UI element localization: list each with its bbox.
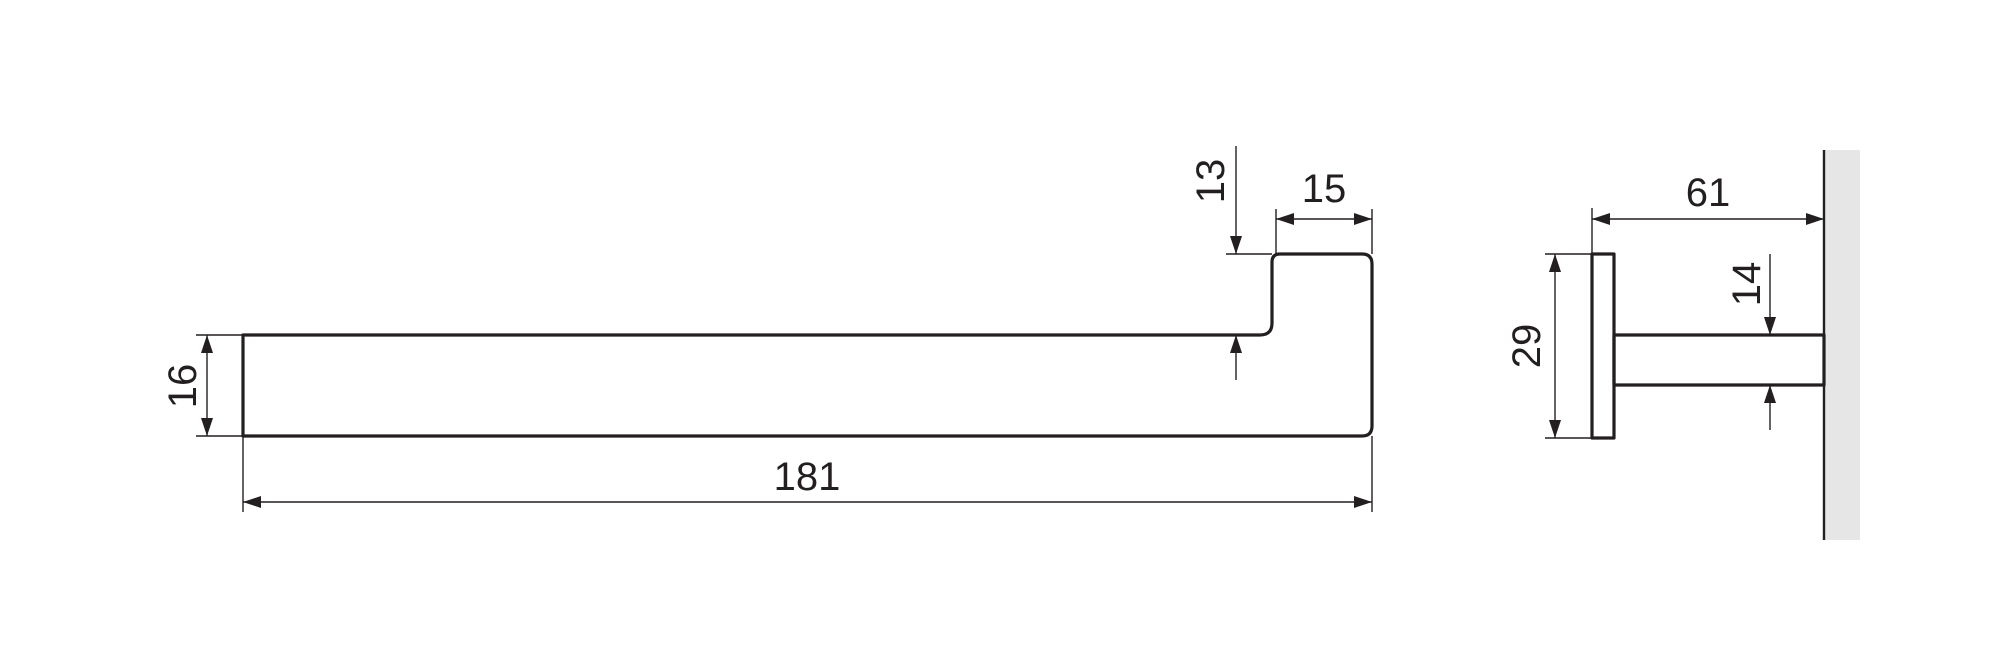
arrowhead-arm-up (1764, 385, 1776, 403)
dimension-label-tip-drop: 13 (1189, 159, 1233, 204)
dimension-label-plate-height: 29 (1505, 324, 1549, 369)
wall-surface (1824, 150, 1860, 540)
dimension-label-arm-thickness: 14 (1725, 262, 1769, 307)
dimension-projection: 61 (1591, 171, 1824, 254)
dimension-length: 181 (242, 436, 1373, 512)
holder-front-outline (241, 252, 1374, 438)
dimension-height: 16 (161, 334, 243, 437)
dimension-tip-width: 15 (1275, 167, 1373, 254)
arrowhead-plate-bottom (1549, 420, 1561, 438)
arrowhead-left (243, 496, 261, 508)
dimension-tip-drop: 13 (1189, 146, 1272, 380)
arrowhead-tip-up (1230, 335, 1242, 353)
arrowhead-bottom (201, 418, 213, 436)
arrowhead-tip-width-left (1276, 213, 1294, 225)
arrowhead-right (1354, 496, 1372, 508)
dimension-label-height: 16 (161, 364, 205, 409)
dimension-arm-thickness: 14 (1725, 254, 1776, 430)
front-view (241, 252, 1374, 438)
dimension-label-tip-width: 15 (1302, 167, 1347, 211)
arrowhead-tip-width-right (1354, 213, 1372, 225)
arrowhead-top (201, 335, 213, 353)
side-view (1590, 150, 1860, 540)
arrowhead-projection-right (1806, 213, 1824, 225)
arrowhead-arm-down (1764, 317, 1776, 335)
arrowhead-tip-down (1230, 236, 1242, 254)
mounting-plate (1590, 252, 1616, 440)
dimension-label-projection: 61 (1686, 171, 1731, 215)
dimension-label-length: 181 (774, 455, 841, 499)
dimension-plate-height: 29 (1505, 253, 1592, 439)
holder-arm-side (1612, 333, 1826, 387)
arrowhead-plate-top (1549, 254, 1561, 272)
arrowhead-projection-left (1592, 213, 1610, 225)
